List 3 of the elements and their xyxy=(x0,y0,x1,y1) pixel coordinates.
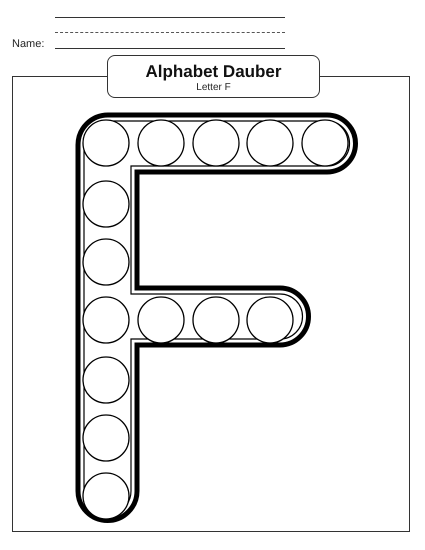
worksheet-title: Alphabet Dauber xyxy=(145,62,282,82)
name-label: Name: xyxy=(12,38,44,50)
subtitle: Letter F xyxy=(196,82,231,93)
